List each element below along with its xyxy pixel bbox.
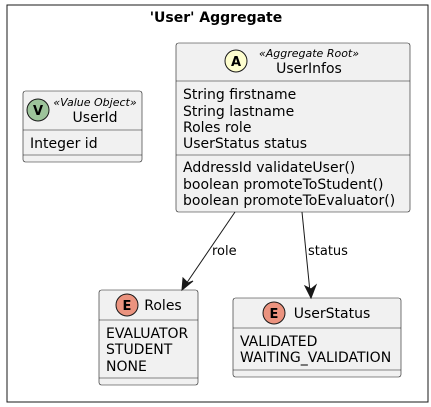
roles-value-1: STUDENT xyxy=(106,342,173,358)
userstatus-value-0: VALIDATED xyxy=(240,334,317,350)
roles-value-0: EVALUATOR xyxy=(106,326,189,342)
userid-name: UserId xyxy=(73,110,118,126)
userstatus-name: UserStatus xyxy=(294,306,371,322)
userid-attr-0: Integer id xyxy=(30,136,98,152)
package-user-aggregate: 'User' Aggregate xyxy=(6,4,429,403)
relation-status-label: status xyxy=(308,244,348,259)
arrow-head-icon xyxy=(303,283,318,300)
userinfos-attr-1: String lastname xyxy=(183,104,294,120)
enum-roles: E Roles EVALUATOR STUDENT NONE xyxy=(98,289,199,386)
enum-badge-icon xyxy=(262,301,286,325)
userinfos-name: UserInfos xyxy=(276,61,342,77)
roles-value-2: NONE xyxy=(106,359,147,375)
userinfos-badge-letter: A xyxy=(231,55,241,70)
relation-role: role xyxy=(181,211,237,292)
userstatus-value-1: WAITING_VALIDATION xyxy=(240,350,391,366)
userinfos-attr-3: UserStatus status xyxy=(183,136,307,152)
roles-badge-letter: E xyxy=(123,299,132,314)
relation-role-label: role xyxy=(212,244,237,259)
enum-userstatus: E UserStatus VALIDATED WAITING_VALIDATIO… xyxy=(232,297,402,378)
class-userid: V «Value Object» UserId Integer id xyxy=(22,90,143,163)
userid-badge-letter: V xyxy=(33,104,43,119)
class-userinfos: A «Aggregate Root» UserInfos String firs… xyxy=(175,42,411,213)
enum-badge-icon xyxy=(115,293,139,317)
userid-stereotype: «Value Object» xyxy=(53,96,136,109)
userinfos-method-0: AddressId validateUser() xyxy=(183,160,355,176)
userinfos-method-2: boolean promoteToEvaluator() xyxy=(183,193,395,209)
roles-name: Roles xyxy=(144,298,181,314)
userinfos-attr-0: String firstname xyxy=(183,87,296,103)
aggregate-root-badge-icon xyxy=(224,49,248,73)
arrow-head-icon xyxy=(181,276,194,292)
userinfos-stereotype: «Aggregate Root» xyxy=(259,47,359,60)
relation-status: status xyxy=(301,211,348,300)
userinfos-attr-2: Roles role xyxy=(183,120,251,136)
userstatus-badge-letter: E xyxy=(270,307,279,322)
package-title: 'User' Aggregate xyxy=(150,10,282,26)
value-object-badge-icon xyxy=(26,98,50,122)
userinfos-method-1: boolean promoteToStudent() xyxy=(183,177,383,193)
